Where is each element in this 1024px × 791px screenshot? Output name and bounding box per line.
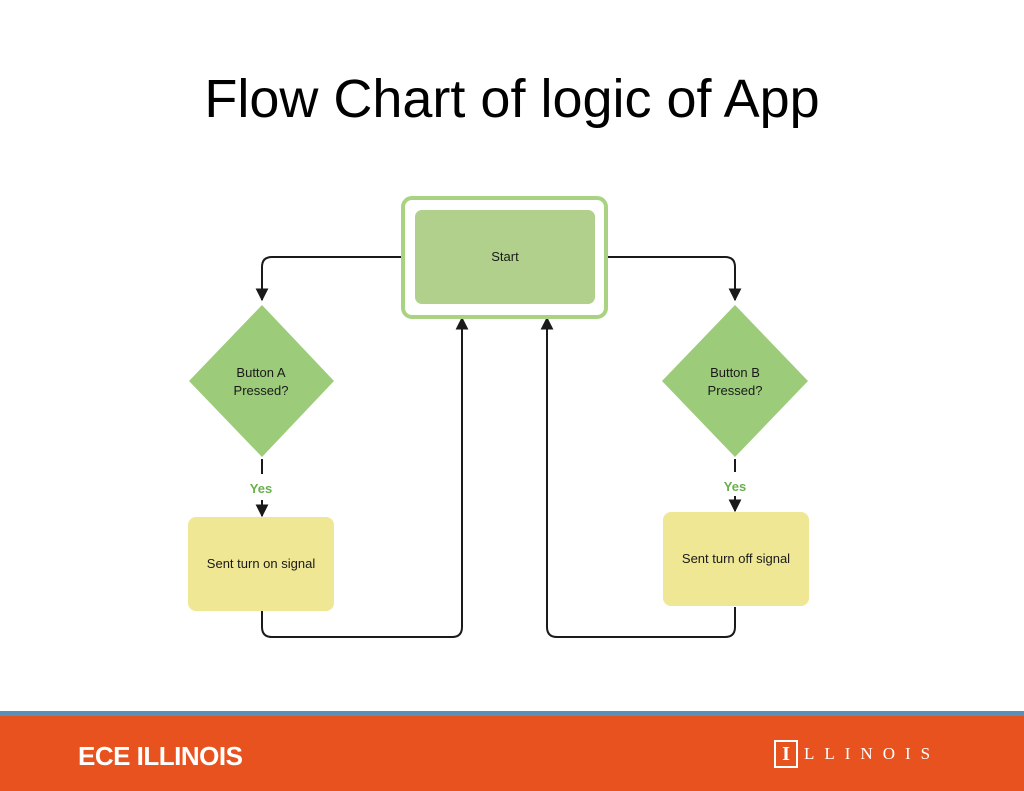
decision-a-label-line1: Button A [236, 365, 285, 380]
action-a-label: Sent turn on signal [207, 556, 316, 571]
flowchart: Start Button A Pressed? Button B Pressed… [188, 196, 809, 638]
action-b-label: Sent turn off signal [682, 551, 790, 566]
slide-title: Flow Chart of logic of App [204, 69, 820, 129]
footer-ece-illinois-text: ECE ILLINOIS [78, 741, 243, 771]
decision-b-node [662, 305, 808, 457]
footer-stripe [0, 711, 1024, 716]
decision-b-label-line1: Button B [710, 365, 760, 380]
edge-a-yes-label: Yes [250, 481, 272, 496]
action-b-node [663, 512, 809, 606]
edge-b-yes-label: Yes [724, 479, 746, 494]
edge-start-to-decision-a [255, 256, 404, 302]
footer-bar: ECE ILLINOIS I LLINOIS [0, 716, 1024, 791]
decision-a-label-line2: Pressed? [234, 383, 289, 398]
edge-action-a-to-start [261, 316, 469, 638]
edge-action-b-to-start [540, 316, 736, 638]
illinois-block-i-logo: I [774, 740, 798, 768]
edge-start-to-decision-b [606, 256, 742, 302]
decision-a-node [189, 305, 334, 457]
action-a-node [188, 517, 334, 611]
start-node-label: Start [491, 249, 519, 264]
decision-b-label-line2: Pressed? [708, 383, 763, 398]
illinois-wordmark: I LLINOIS [774, 740, 940, 768]
illinois-wordmark-text: LLINOIS [804, 744, 941, 763]
start-node [415, 210, 595, 304]
